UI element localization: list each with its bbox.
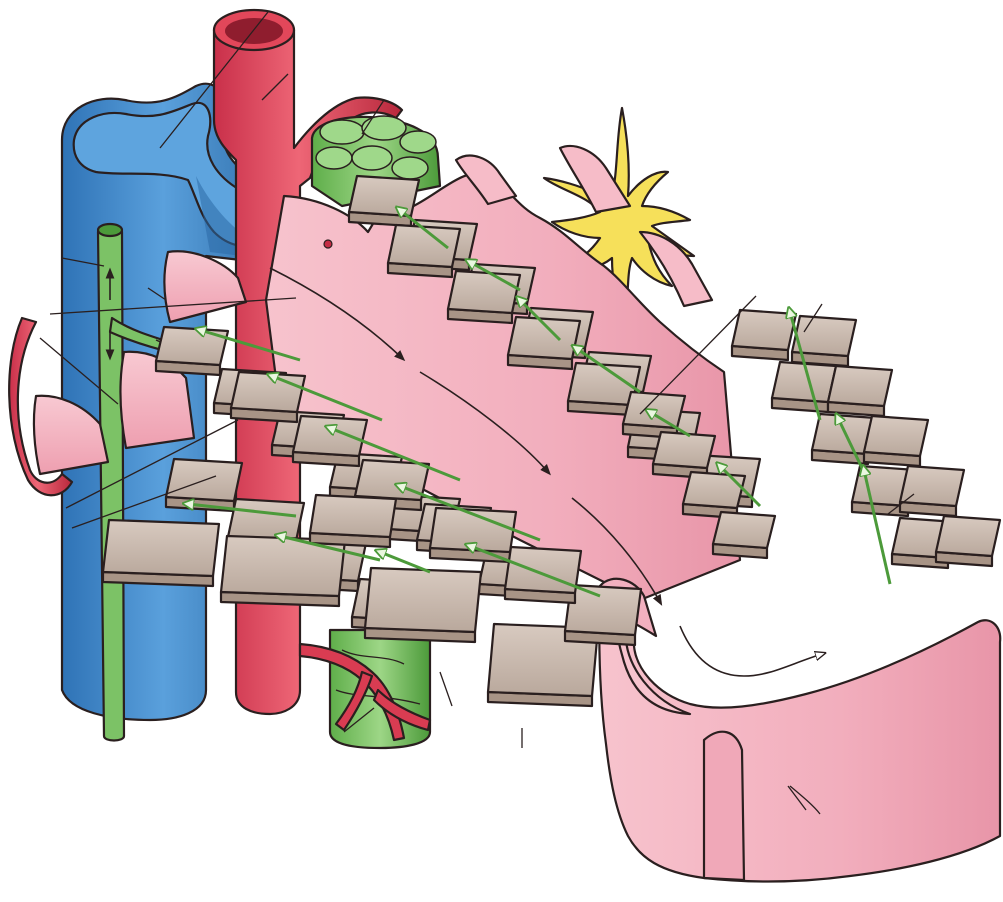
hepatocyte-cell xyxy=(900,466,964,516)
hepatocyte-cell xyxy=(293,416,367,466)
hepatocyte-cell xyxy=(864,416,928,466)
hepatocyte-cell xyxy=(732,310,796,360)
hepatocyte-cell xyxy=(430,508,516,562)
hepatocyte-cell xyxy=(653,432,715,478)
hepatocyte-cell xyxy=(448,271,520,323)
hepatocyte-cell xyxy=(565,585,641,645)
hepatocyte-cell xyxy=(310,495,396,547)
hepatocyte-cell xyxy=(683,472,745,518)
hepatocyte-cell xyxy=(365,568,481,642)
hepatocyte-cell xyxy=(231,372,305,422)
hepatocyte-cell xyxy=(828,366,892,416)
hepatocyte-cell xyxy=(103,520,219,586)
hepatocyte-cell xyxy=(713,512,775,558)
hepatocyte-cell xyxy=(166,459,242,511)
hepatocyte-cell xyxy=(772,362,836,412)
hepatocyte-cell xyxy=(936,516,1000,566)
hepatocyte-cell xyxy=(388,225,460,277)
